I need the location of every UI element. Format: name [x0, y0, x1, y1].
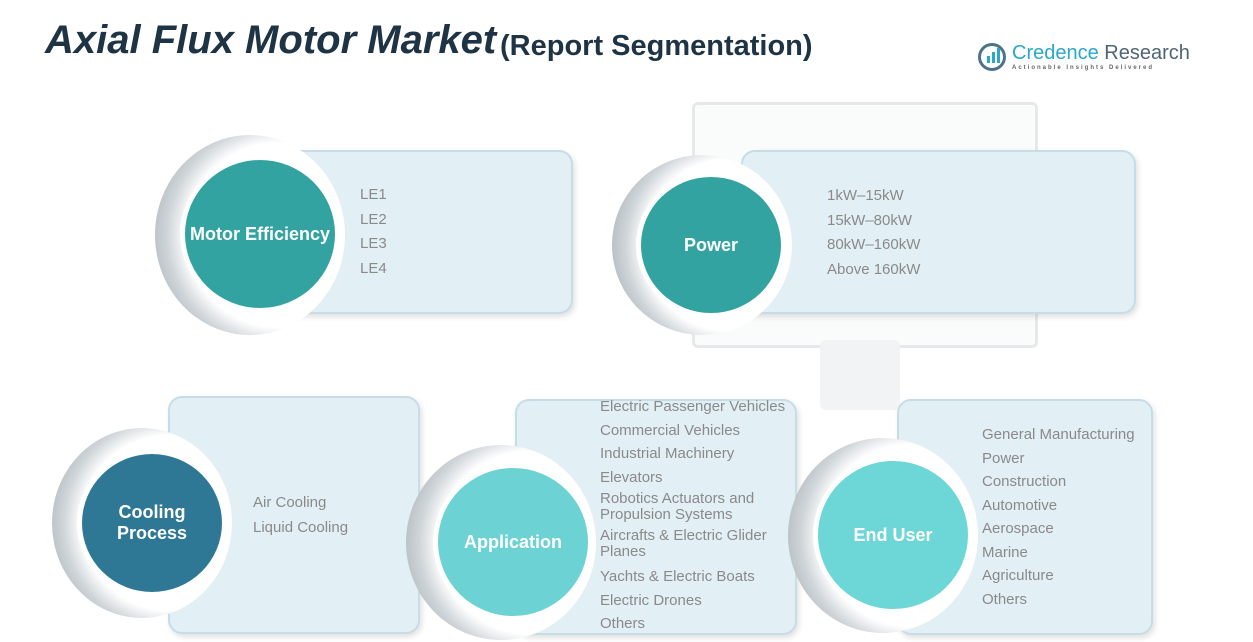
list-item: 15kW–80kW: [827, 211, 913, 229]
list-item: Robotics Actuators and Propulsion System…: [600, 490, 755, 523]
list-item: 1kW–15kW: [827, 187, 904, 204]
end-user-circle: End User: [813, 456, 973, 614]
list-item: Construction: [982, 473, 1067, 490]
list-item: Above 160kW: [827, 260, 921, 278]
list-item: Electric Passenger Vehicles: [600, 398, 786, 415]
list-item: 80kW–160kW: [827, 236, 921, 253]
page-subtitle: (Report Segmentation): [500, 30, 813, 62]
list-item: Electric Drones: [600, 591, 702, 609]
list-item: Aerospace: [982, 520, 1054, 537]
list-item: Others: [600, 615, 646, 632]
end-user-list: General Manufacturing Power Construction…: [982, 423, 1135, 611]
segment-label: Cooling Process: [116, 502, 188, 543]
segment-label: Motor Efficiency: [189, 223, 331, 244]
credence-logo: Credence Research Actionable Insights De…: [978, 42, 1190, 71]
segment-label: Power: [683, 234, 739, 255]
list-item: Commercial Vehicles: [600, 421, 741, 439]
logo-name-b: Research: [1098, 42, 1190, 64]
list-item: LE2: [360, 210, 387, 228]
application-circle: Application: [433, 463, 593, 621]
segment-label: Application: [464, 531, 562, 552]
list-item: Automotive: [982, 496, 1058, 514]
background-monitor-stand: [820, 340, 900, 410]
logo-chart-icon: [978, 42, 1006, 71]
list-item: LE4: [360, 259, 387, 277]
list-item: LE1: [360, 186, 387, 203]
list-item: Liquid Cooling: [253, 518, 349, 536]
list-item: Aircrafts & Electric Glider Planes: [600, 527, 767, 560]
list-item: General Manufacturing: [982, 426, 1135, 443]
logo-name-a: Credence: [1012, 42, 1099, 64]
list-item: Industrial Machinery: [600, 445, 735, 462]
motor-efficiency-list: LE1 LE2 LE3 LE4: [360, 183, 387, 281]
list-item: LE3: [360, 235, 387, 252]
list-item: Elevators: [600, 468, 663, 486]
logo-tagline: Actionable Insights Delivered: [1012, 65, 1155, 71]
power-circle: Power: [636, 172, 786, 318]
list-item: Marine: [982, 543, 1028, 561]
list-item: Agriculture: [982, 567, 1054, 584]
list-item: Air Cooling: [253, 494, 327, 511]
application-list: Electric Passenger Vehicles Commercial V…: [600, 395, 785, 636]
list-item: Others: [982, 590, 1028, 608]
power-panel: [741, 150, 1136, 314]
page-title: Axial Flux Motor Market: [45, 18, 497, 62]
segment-label: End User: [853, 524, 933, 545]
cooling-process-list: Air Cooling Liquid Cooling: [253, 491, 348, 540]
power-list: 1kW–15kW 15kW–80kW 80kW–160kW Above 160k…: [827, 184, 920, 282]
cooling-process-circle: Cooling Process: [77, 449, 227, 597]
list-item: Power: [982, 449, 1025, 467]
motor-efficiency-circle: Motor Efficiency: [180, 155, 340, 313]
list-item: Yachts & Electric Boats: [600, 568, 755, 585]
